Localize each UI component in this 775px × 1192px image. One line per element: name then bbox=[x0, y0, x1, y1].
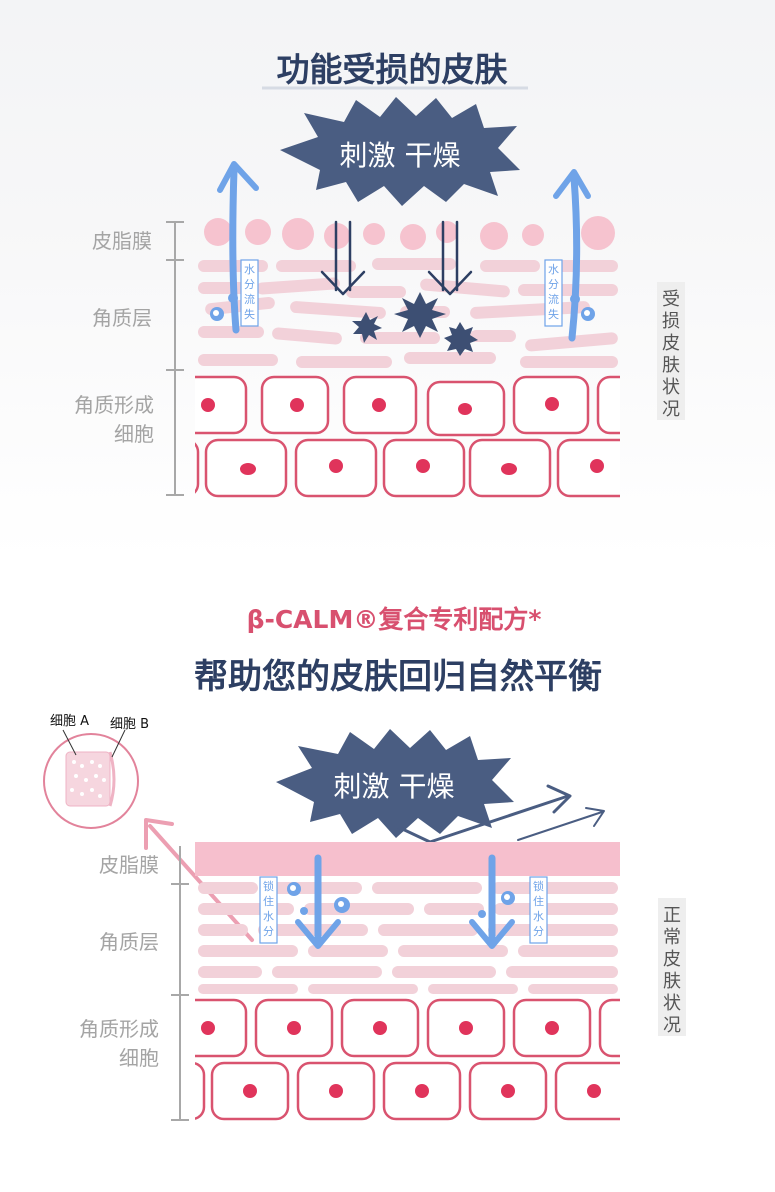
svg-text:况: 况 bbox=[662, 399, 680, 420]
water-loss-arrow-left bbox=[210, 161, 259, 334]
svg-text:水: 水 bbox=[548, 263, 559, 276]
layer-labels-2: 皮脂膜 角质层 角质形成 细胞 bbox=[79, 853, 159, 1070]
svg-text:损: 损 bbox=[662, 311, 680, 332]
irritation-burst: 刺激 干燥 bbox=[280, 97, 520, 206]
svg-text:肤: 肤 bbox=[663, 971, 681, 992]
svg-text:住: 住 bbox=[263, 894, 274, 908]
cell-nuclei-2 bbox=[201, 1021, 601, 1098]
section1-title: 功能受损的皮肤 bbox=[277, 50, 509, 89]
svg-text:皮脂膜: 皮脂膜 bbox=[99, 853, 159, 877]
layer-bracket-2 bbox=[171, 846, 189, 1121]
svg-text:角质层: 角质层 bbox=[99, 930, 159, 954]
section2-title: 帮助您的皮肤回归自然平衡 bbox=[194, 657, 602, 697]
svg-text:分: 分 bbox=[244, 278, 255, 291]
svg-text:肤: 肤 bbox=[662, 355, 680, 376]
sebum-film bbox=[195, 842, 620, 876]
water-lock-arrow-left bbox=[287, 854, 350, 949]
cell-grid-2 bbox=[195, 998, 620, 1121]
side-label-damaged: 受 损 皮 肤 状 况 bbox=[657, 282, 685, 420]
cell-zoom-inset: 细胞 A 细胞 B bbox=[43, 714, 149, 829]
svg-text:皮: 皮 bbox=[663, 949, 681, 970]
zoom-pointer-arrow bbox=[144, 818, 254, 942]
sebum-droplets bbox=[204, 216, 615, 250]
cell-grid bbox=[195, 375, 620, 498]
layer-labels: 皮脂膜 角质层 角质形成 细胞 bbox=[74, 229, 154, 446]
water-loss-tag-left: 水 分 流 失 bbox=[240, 259, 259, 327]
irritation-burst-2: 刺激 干燥 bbox=[276, 729, 514, 838]
irritant-down-arrows bbox=[320, 220, 473, 296]
svg-text:状: 状 bbox=[662, 377, 680, 398]
damaged-skin-illustration bbox=[195, 216, 620, 498]
svg-text:分: 分 bbox=[548, 278, 559, 291]
svg-text:锁: 锁 bbox=[533, 879, 544, 893]
lock-moisture-tag-left: 锁 住 水 分 bbox=[259, 876, 278, 944]
brand-line: β-CALM®复合专利配方* bbox=[247, 605, 542, 634]
layer-bracket bbox=[166, 221, 184, 496]
cell-nuclei bbox=[201, 397, 604, 475]
svg-text:常: 常 bbox=[663, 927, 681, 948]
svg-text:水: 水 bbox=[244, 263, 255, 276]
healthy-skin-illustration bbox=[195, 842, 620, 1121]
svg-text:分: 分 bbox=[533, 925, 544, 938]
cell-b-label: 细胞 B bbox=[110, 717, 149, 732]
burst-text: 刺激 干燥 bbox=[340, 139, 461, 172]
label-cells-2: 细胞 bbox=[114, 422, 154, 446]
svg-text:况: 况 bbox=[663, 1015, 681, 1036]
svg-text:皮: 皮 bbox=[662, 333, 680, 354]
svg-text:水: 水 bbox=[263, 910, 274, 923]
side-label-normal: 正 常 皮 肤 状 况 bbox=[658, 898, 686, 1036]
cell-a-label: 细胞 A bbox=[50, 714, 89, 729]
svg-text:正: 正 bbox=[663, 905, 681, 926]
svg-text:分: 分 bbox=[263, 925, 274, 938]
svg-text:锁: 锁 bbox=[263, 879, 274, 893]
water-lock-arrow-right bbox=[469, 854, 515, 949]
svg-text:水: 水 bbox=[533, 910, 544, 923]
svg-text:状: 状 bbox=[663, 993, 681, 1014]
svg-text:失: 失 bbox=[244, 308, 255, 321]
stratum-bricks bbox=[198, 258, 618, 368]
label-stratum: 角质层 bbox=[92, 306, 152, 330]
label-cells: 角质形成 bbox=[74, 393, 154, 417]
svg-text:流: 流 bbox=[548, 292, 559, 306]
water-loss-arrow-right bbox=[553, 169, 595, 342]
svg-text:受: 受 bbox=[662, 289, 680, 310]
svg-text:失: 失 bbox=[548, 308, 559, 321]
svg-text:细胞: 细胞 bbox=[119, 1046, 159, 1070]
label-sebum: 皮脂膜 bbox=[92, 229, 152, 253]
burst-text-2: 刺激 干燥 bbox=[334, 770, 455, 803]
lock-moisture-tag-right: 锁 住 水 分 bbox=[529, 876, 548, 944]
irritant-particles bbox=[352, 292, 478, 356]
water-loss-tag-right: 水 分 流 失 bbox=[544, 259, 563, 327]
svg-text:流: 流 bbox=[244, 292, 255, 306]
svg-text:角质形成: 角质形成 bbox=[79, 1017, 159, 1041]
stratum-bricks-2 bbox=[198, 882, 618, 994]
svg-text:住: 住 bbox=[533, 894, 544, 908]
